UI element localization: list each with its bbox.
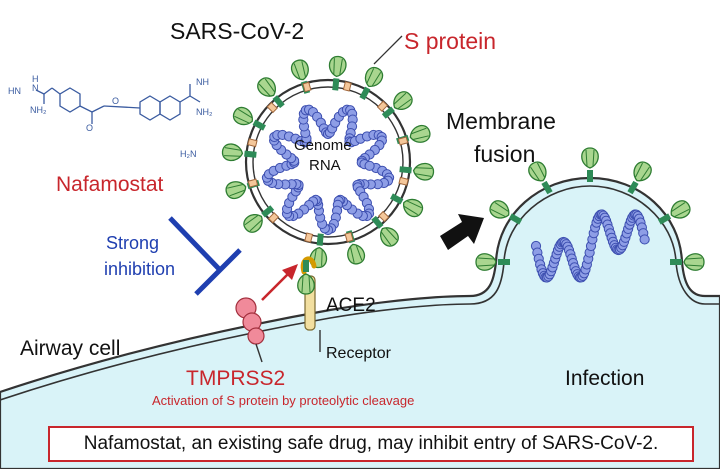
drug-label: Nafamostat [56, 173, 164, 196]
membrane-protein [398, 176, 409, 186]
inhibition-label-line2: inhibition [104, 259, 176, 279]
spike-protein-label: S protein [404, 28, 497, 54]
membrane-protein [302, 81, 312, 93]
rna-bead [639, 234, 650, 245]
inhibition-label-line1: Strong [106, 233, 160, 253]
atom-label: N [32, 83, 39, 93]
membrane-protein [247, 138, 258, 148]
atom-label: NH₂ [30, 105, 47, 115]
membrane-protein [267, 212, 280, 224]
genome-label-line1: Genome [294, 137, 352, 154]
membrane-fusion-label-line2: fusion [474, 141, 536, 167]
ace2-label: ACE2 [326, 295, 376, 316]
rna-bead [364, 160, 375, 171]
atom-label: H₂N [180, 149, 197, 159]
fusion-arrow [440, 214, 484, 250]
atom-label: NH [196, 77, 209, 87]
membrane-protein [247, 178, 259, 188]
membrane-protein [397, 136, 409, 146]
membrane-protein [344, 231, 354, 243]
virus-title: SARS-CoV-2 [170, 18, 305, 44]
caption-text: Nafamostat, an existing safe drug, may i… [83, 433, 659, 454]
activation-arrow [261, 264, 298, 301]
receptor-label: Receptor [326, 345, 391, 362]
activation-label: Activation of S protein by proteolytic c… [152, 393, 415, 408]
spike-protein [581, 147, 599, 183]
membrane-fusion-label-line1: Membrane [446, 108, 556, 134]
virus-spike-ring [221, 55, 435, 269]
atom-label: NH₂ [196, 107, 213, 117]
inhibition-bar [168, 216, 242, 296]
membrane-protein [304, 232, 314, 243]
infection-label: Infection [565, 367, 645, 390]
membrane-protein [376, 100, 389, 112]
membrane-protein [342, 81, 352, 92]
tmprss2-enzyme [235, 297, 265, 363]
genome-label-line2: RNA [309, 157, 341, 174]
atom-label: O [86, 123, 94, 133]
nafamostat-molecule [35, 84, 201, 124]
tmprss2-label: TMPRSS2 [186, 367, 286, 390]
membrane-protein [378, 210, 390, 223]
caption-box: Nafamostat, an existing safe drug, may i… [48, 426, 694, 462]
airway-cell-inner-membrane [0, 185, 720, 401]
membrane-protein [266, 101, 278, 114]
atom-label: H [32, 74, 39, 84]
airway-cell-label: Airway cell [20, 337, 121, 360]
atom-label: HN [8, 86, 21, 96]
atom-label: O [112, 96, 120, 106]
